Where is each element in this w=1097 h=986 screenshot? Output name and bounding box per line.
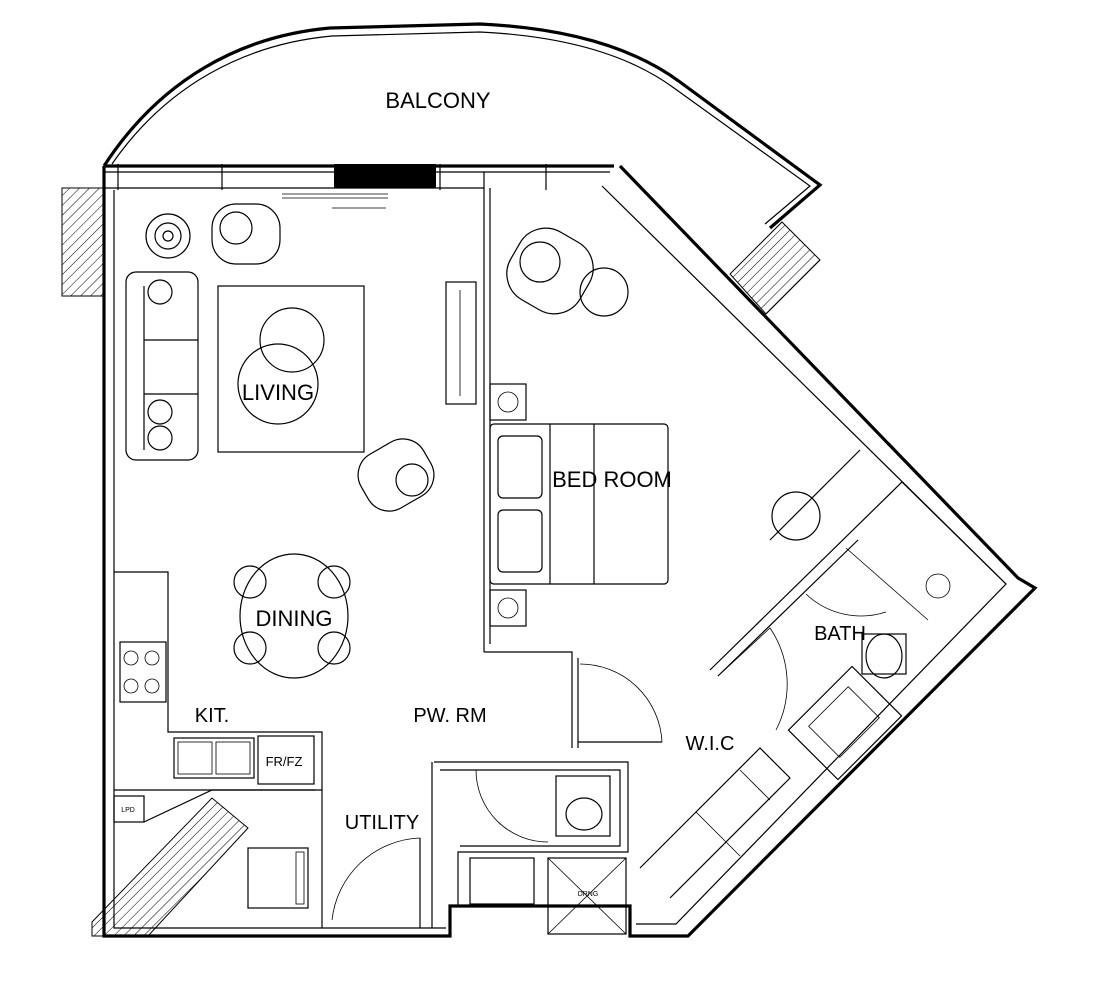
column-left (61, 187, 105, 297)
bath (709, 481, 1007, 781)
wic-label: W.I.C (686, 733, 735, 755)
balcony-label: BALCONY (385, 88, 490, 113)
drain-label: DRNG (578, 891, 599, 898)
utility-label: UTILITY (345, 812, 419, 834)
living-furniture (125, 203, 477, 512)
dining-label: DINING (256, 606, 333, 631)
kitchen-label: KIT. (195, 705, 229, 727)
powder-room-label: PW. RM (413, 705, 486, 727)
bedroom-label: BED ROOM (552, 467, 672, 492)
dining-table (233, 553, 351, 679)
bath-label: BATH (814, 623, 866, 645)
walk-in-closet (639, 747, 791, 899)
living-label: LIVING (242, 380, 314, 405)
column-right (729, 221, 821, 315)
bedroom-furniture (489, 227, 861, 627)
fridge-freezer-label: FR/FZ (266, 754, 303, 769)
exterior-walls (102, 164, 1038, 938)
interior-walls (113, 651, 663, 935)
balcony (102, 22, 823, 230)
stair-hatch (91, 797, 249, 937)
window-frame (334, 164, 436, 188)
lpd-label: LPD (121, 807, 135, 814)
